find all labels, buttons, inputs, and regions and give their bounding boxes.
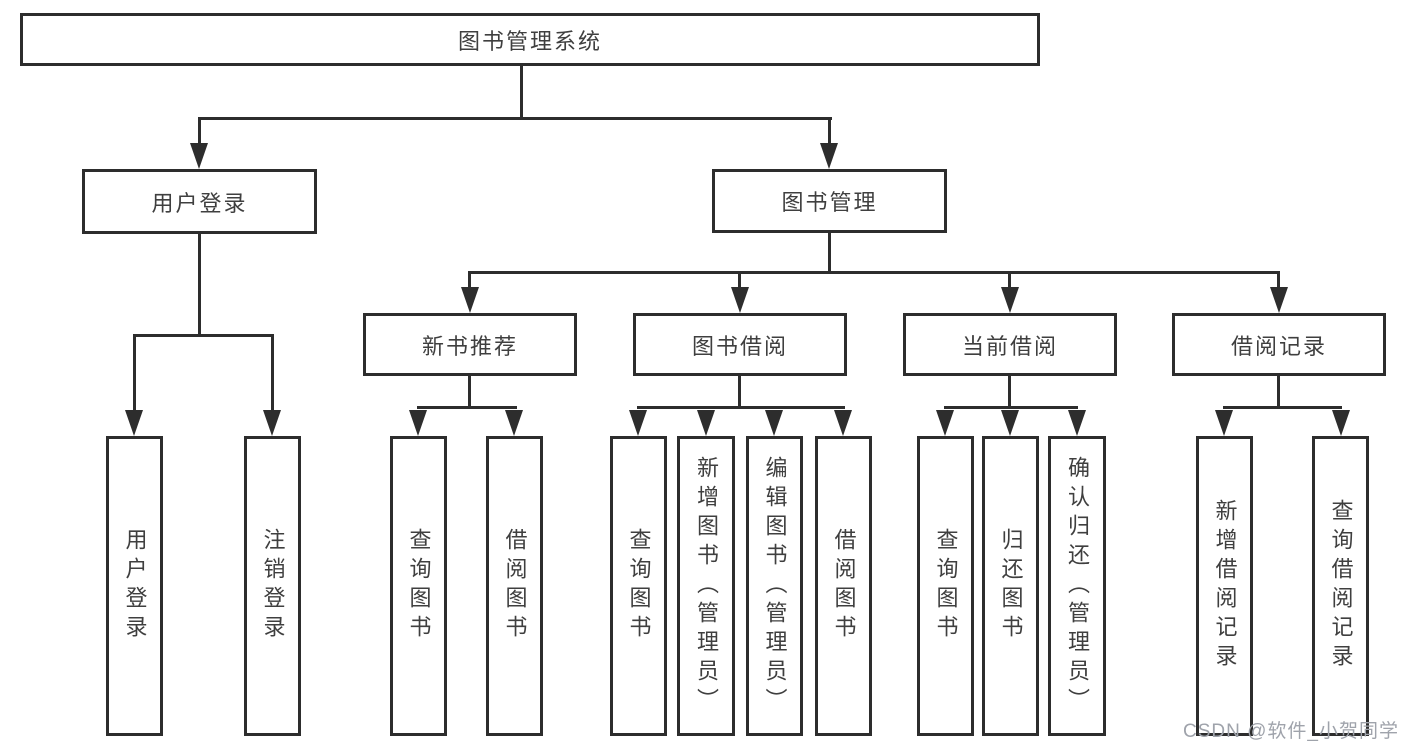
- arrow-down-icon: [1332, 410, 1350, 436]
- node-new-book-recommendation: 新书推荐: [363, 313, 577, 376]
- leaf-cb-query-books: 查询图书: [917, 436, 974, 736]
- arrow-down-icon: [1068, 410, 1086, 436]
- leaf-bb-query-books: 查询图书: [610, 436, 667, 736]
- connector-root-span: [198, 117, 832, 120]
- node-current-borrowing: 当前借阅: [903, 313, 1117, 376]
- arrow-down-icon: [629, 410, 647, 436]
- connector-bb-span: [637, 406, 845, 409]
- arrow-down-icon: [834, 410, 852, 436]
- arrow-down-icon: [731, 287, 749, 313]
- watermark: CSDN @软件_小贺同学: [1183, 721, 1399, 742]
- connector-cb-stem: [1008, 374, 1011, 409]
- connector-user-login-drop-1: [133, 334, 136, 412]
- node-book-borrowing: 图书借阅: [633, 313, 847, 376]
- connector-book-mgmt-stem: [828, 233, 831, 274]
- connector-nbr-span: [417, 406, 517, 409]
- leaf-user-login: 用户登录: [106, 436, 163, 736]
- arrow-down-icon: [1270, 287, 1288, 313]
- leaf-br-add-borrow-record: 新增借阅记录: [1196, 436, 1253, 736]
- leaf-bb-borrow-books: 借阅图书: [815, 436, 872, 736]
- node-book-management: 图书管理: [712, 169, 947, 233]
- arrow-down-icon: [765, 410, 783, 436]
- node-user-login: 用户登录: [82, 169, 317, 234]
- connector-book-mgmt-drop-1: [468, 271, 471, 290]
- connector-root-stem: [520, 64, 523, 120]
- node-borrowing-records: 借阅记录: [1172, 313, 1386, 376]
- leaf-logout: 注销登录: [244, 436, 301, 736]
- arrow-down-icon: [936, 410, 954, 436]
- leaf-nbr-query-books: 查询图书: [390, 436, 447, 736]
- connector-bb-stem: [738, 375, 741, 409]
- arrow-down-icon: [820, 143, 838, 169]
- arrow-down-icon: [263, 410, 281, 436]
- arrow-down-icon: [1001, 287, 1019, 313]
- connector-cb-span: [944, 406, 1078, 409]
- leaf-br-query-borrow-record: 查询借阅记录: [1312, 436, 1369, 736]
- connector-book-mgmt-drop-3: [1008, 271, 1011, 290]
- connector-user-login-span: [133, 334, 274, 337]
- connector-user-login-stem: [198, 234, 201, 337]
- connector-book-mgmt-drop-4: [1277, 271, 1280, 290]
- leaf-cb-confirm-return-admin: 确认归还（管理员）: [1048, 436, 1106, 736]
- connector-root-drop-right: [828, 117, 831, 145]
- leaf-bb-add-books-admin: 新增图书（管理员）: [677, 436, 735, 736]
- connector-user-login-drop-2: [271, 334, 274, 412]
- arrow-down-icon: [697, 410, 715, 436]
- arrow-down-icon: [505, 410, 523, 436]
- node-library-management-system: 图书管理系统: [20, 13, 1040, 66]
- connector-book-mgmt-span: [468, 271, 1280, 274]
- leaf-cb-return-books: 归还图书: [982, 436, 1039, 736]
- leaf-bb-edit-books-admin: 编辑图书（管理员）: [746, 436, 803, 736]
- arrow-down-icon: [190, 143, 208, 169]
- arrow-down-icon: [461, 287, 479, 313]
- connector-root-drop-left: [198, 117, 201, 145]
- connector-br-stem: [1277, 376, 1280, 409]
- connector-book-mgmt-drop-2: [738, 271, 741, 290]
- connector-nbr-stem: [468, 375, 471, 409]
- arrow-down-icon: [409, 410, 427, 436]
- connector-br-span: [1223, 406, 1342, 409]
- arrow-down-icon: [1001, 410, 1019, 436]
- arrow-down-icon: [125, 410, 143, 436]
- leaf-nbr-borrow-books: 借阅图书: [486, 436, 543, 736]
- arrow-down-icon: [1215, 410, 1233, 436]
